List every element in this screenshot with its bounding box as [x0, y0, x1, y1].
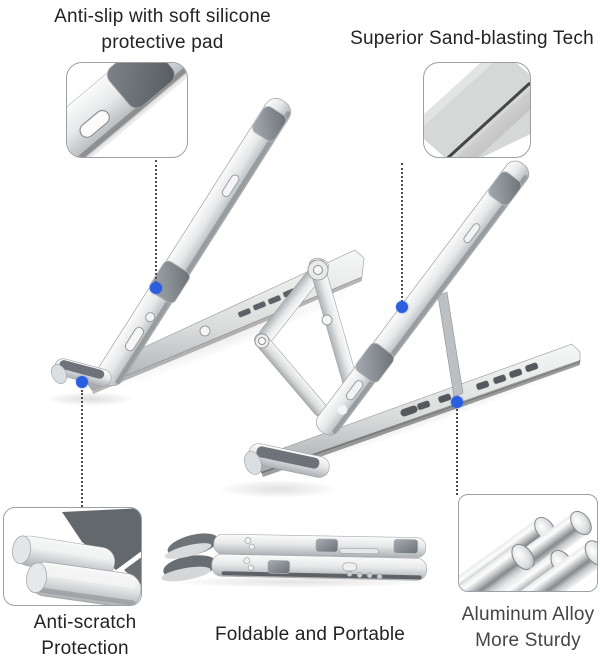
- callout-anti-slip-detail: [66, 62, 188, 158]
- leader-line-anti-slip: [155, 160, 157, 283]
- sandblasted-surface-closeup: [424, 63, 530, 157]
- stand-support-strut: [437, 291, 464, 398]
- silicone-pad-closeup: [67, 63, 187, 157]
- callout-anti-scratch-detail: [3, 507, 142, 606]
- stand-left-arm: [97, 98, 291, 387]
- leader-line-anti-scratch: [81, 390, 83, 507]
- leader-line-sand-blasting: [401, 163, 403, 302]
- silicone-pad: [315, 538, 339, 553]
- feature-label-sand-blasting: Superior Sand-blasting Tech: [348, 26, 596, 52]
- silicone-pad: [267, 559, 291, 574]
- feature-label-aluminum-alloy: Aluminum Alloy More Sturdy: [448, 602, 600, 654]
- label-line: protective pad: [101, 32, 224, 53]
- silicone-pad: [488, 171, 522, 206]
- indicator-dot-anti-slip: [150, 282, 162, 294]
- label-line: Anti-scratch: [33, 612, 137, 633]
- callout-aluminum-alloy-detail: [458, 494, 598, 592]
- indicator-dot-sand-blasting: [396, 301, 408, 313]
- stand-right-arm: [316, 160, 530, 436]
- silicone-pad: [355, 342, 395, 383]
- feature-label-anti-slip: Anti-slip with soft silicone protective …: [30, 4, 295, 56]
- indicator-dot-anti-scratch: [76, 376, 88, 388]
- label-line: Protection: [41, 638, 129, 659]
- aluminum-rods-closeup: [459, 506, 597, 591]
- folded-stand-image: [161, 533, 428, 588]
- indicator-dot-aluminum-alloy: [451, 396, 463, 408]
- feature-label-foldable: Foldable and Portable: [210, 622, 410, 648]
- silicone-pad: [252, 106, 287, 142]
- silicone-pad: [107, 63, 175, 109]
- leader-line-aluminum-alloy: [456, 409, 458, 495]
- feature-label-anti-scratch: Anti-scratch Protection: [4, 610, 166, 660]
- stand-right-foot: [244, 443, 330, 478]
- label-line: Anti-slip with soft silicone: [54, 6, 271, 27]
- label-line: More Sturdy: [475, 630, 581, 651]
- stand-feet-closeup: [12, 508, 141, 605]
- label-line: Foldable and Portable: [214, 624, 406, 645]
- silicone-pad: [393, 538, 419, 554]
- stand-center-linkage: [254, 257, 359, 417]
- label-line: Superior Sand-blasting Tech: [350, 28, 594, 49]
- callout-sand-blasting-detail: [423, 62, 531, 158]
- label-line: Aluminum Alloy: [461, 604, 595, 625]
